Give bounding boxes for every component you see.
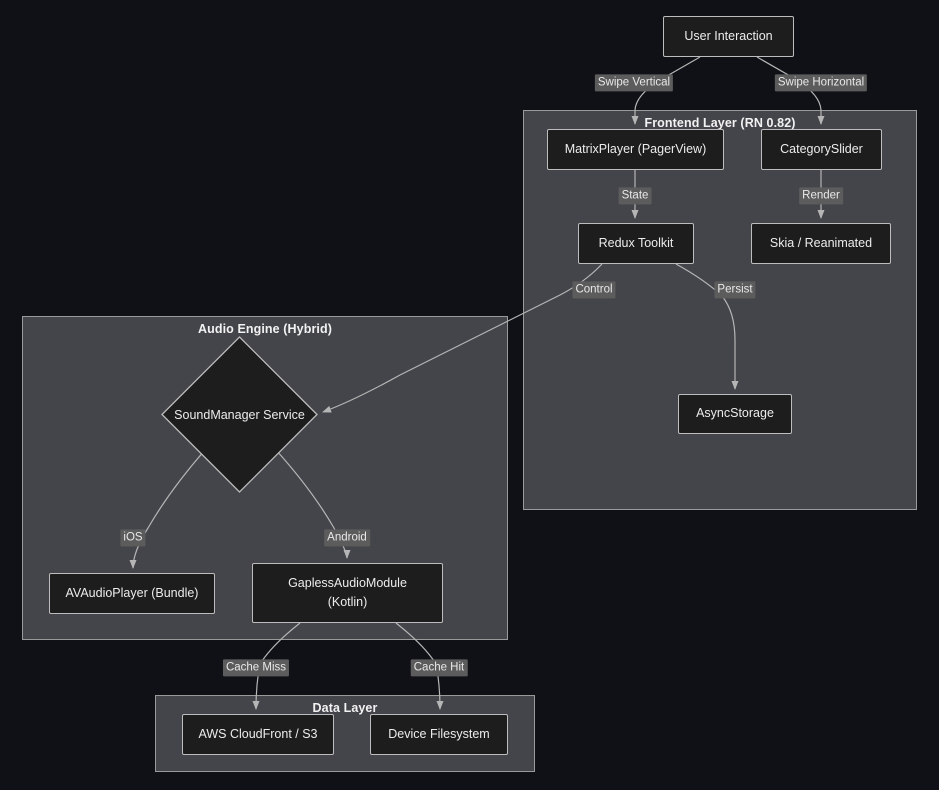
node-matrixplayer-pagerview[interactable]: MatrixPlayer (PagerView) <box>547 129 724 170</box>
node-label-skia-reanimated: Skia / Reanimated <box>769 235 873 250</box>
node-label-avaudioplayer: AVAudioPlayer (Bundle) <box>65 585 199 600</box>
edge-label-render: Render <box>799 187 843 205</box>
node-gaplessaudiomodule-kotlin[interactable]: GaplessAudioModule (Kotlin) <box>252 563 443 623</box>
node-label-soundmanager-service: SoundManager Service <box>174 407 305 422</box>
node-label-redux-toolkit: Redux Toolkit <box>598 235 674 250</box>
edge-label-cache-hit: Cache Hit <box>410 659 468 677</box>
node-aws-cloudfront-s3[interactable]: AWS CloudFront / S3 <box>182 714 334 755</box>
edge-label-persist: Persist <box>714 281 756 299</box>
node-redux-toolkit[interactable]: Redux Toolkit <box>578 223 694 264</box>
node-label-categoryslider: CategorySlider <box>780 141 863 156</box>
node-label-matrixplayer: MatrixPlayer (PagerView) <box>564 141 707 156</box>
diamond-shape-icon <box>161 336 318 493</box>
edge-label-swipe-horizontal: Swipe Horizontal <box>774 74 868 92</box>
edge-label-state: State <box>618 187 652 205</box>
node-label-gaplessaudiomodule: GaplessAudioModule (Kotlin) <box>288 575 407 609</box>
node-avaudioplayer-bundle[interactable]: AVAudioPlayer (Bundle) <box>49 573 215 614</box>
edge-label-cache-miss: Cache Miss <box>222 659 290 677</box>
edge-label-swipe-vertical: Swipe Vertical <box>594 74 674 92</box>
edge-redux-to-soundmanager <box>322 263 603 413</box>
node-label-asyncstorage: AsyncStorage <box>696 406 774 421</box>
node-label-user-interaction: User Interaction <box>684 28 773 43</box>
node-categoryslider[interactable]: CategorySlider <box>761 129 882 170</box>
edge-label-control: Control <box>572 281 616 299</box>
node-asyncstorage[interactable]: AsyncStorage <box>678 394 792 434</box>
edge-label-android: Android <box>324 529 370 547</box>
node-skia-reanimated[interactable]: Skia / Reanimated <box>751 223 891 264</box>
node-soundmanager-service[interactable]: SoundManager Service <box>161 336 318 493</box>
node-label-aws-cloudfront: AWS CloudFront / S3 <box>198 726 318 741</box>
node-label-device-filesystem: Device Filesystem <box>388 726 490 741</box>
edge-soundmanager-to-gaplessaudiomodule <box>275 449 351 559</box>
edge-soundmanager-to-avaudioplayer <box>129 449 206 569</box>
edge-label-ios: iOS <box>120 529 146 547</box>
node-device-filesystem[interactable]: Device Filesystem <box>370 714 508 755</box>
node-user-interaction[interactable]: User Interaction <box>663 16 794 57</box>
